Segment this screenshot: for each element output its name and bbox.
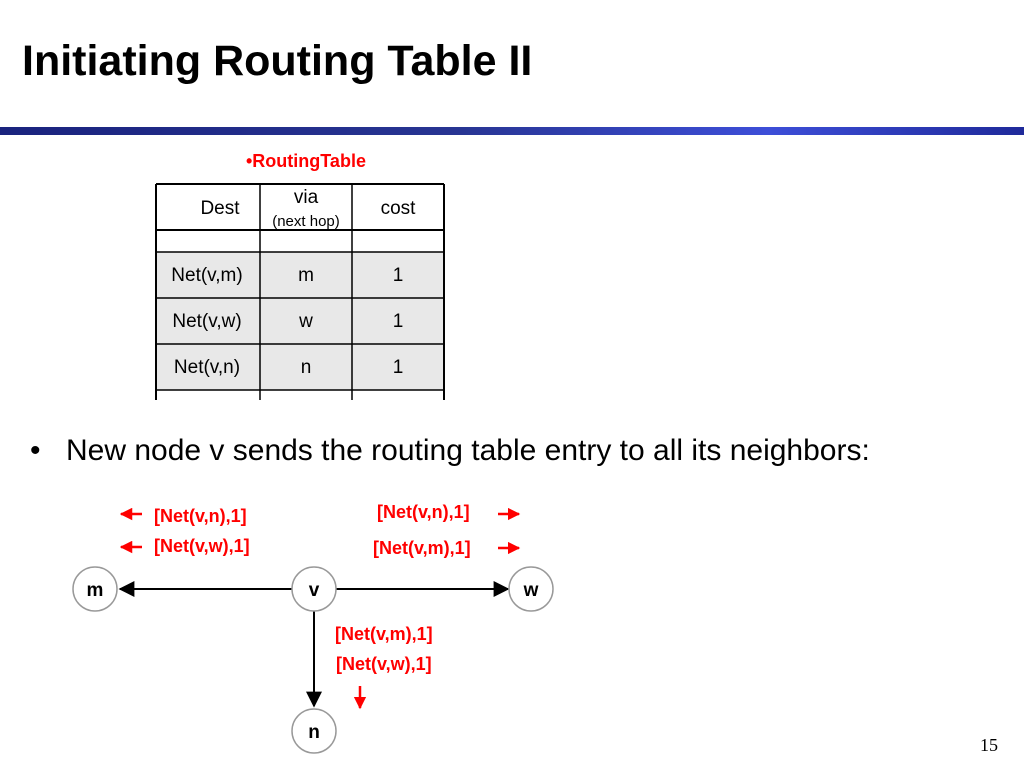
message-to-m: [Net(v,n),1] (154, 506, 247, 526)
bullet-marker: • (30, 434, 41, 467)
node-label-w: w (523, 580, 539, 601)
message-to-m: [Net(v,w),1] (154, 536, 250, 556)
message-to-w: [Net(v,n),1] (377, 502, 470, 522)
table-cell-cost: 1 (393, 357, 404, 378)
node-n: n (291, 708, 337, 754)
bullet-point: • New node v sends the routing table entr… (30, 436, 870, 466)
routing-table-caption: •RoutingTable (246, 151, 366, 171)
node-label-m: m (87, 580, 104, 601)
table-header-via-sub: (next hop) (272, 213, 340, 230)
node-v: v (291, 566, 337, 612)
table-header-cost: cost (381, 198, 417, 219)
slide-title: Initiating Routing Table II (22, 37, 533, 85)
node-label-n: n (308, 722, 320, 743)
table-row-fill-2 (156, 298, 444, 344)
message-to-n: [Net(v,m),1] (335, 624, 433, 644)
node-m: m (72, 566, 118, 612)
table-header-via: via (294, 187, 319, 208)
page-number: 15 (980, 735, 998, 755)
message-to-n: [Net(v,w),1] (336, 654, 432, 674)
message-to-w: [Net(v,m),1] (373, 538, 471, 558)
table-cell-dest: Net(v,w) (172, 311, 241, 332)
table-cell-cost: 1 (393, 311, 404, 332)
table-cell-via: w (298, 311, 313, 332)
node-w: w (508, 566, 554, 612)
table-header-dest: Dest (200, 198, 240, 219)
title-underline-bar (0, 127, 1024, 135)
table-cell-dest: Net(v,m) (171, 265, 242, 286)
table-row-fill-3 (156, 344, 444, 390)
table-row-fill-1 (156, 252, 444, 298)
table-cell-cost: 1 (393, 265, 404, 286)
table-cell-via: n (301, 357, 312, 378)
node-label-v: v (309, 580, 320, 601)
table-cell-dest: Net(v,n) (174, 357, 240, 378)
table-cell-via: m (298, 265, 314, 286)
bullet-text: New node v sends the routing table entry… (66, 434, 870, 467)
